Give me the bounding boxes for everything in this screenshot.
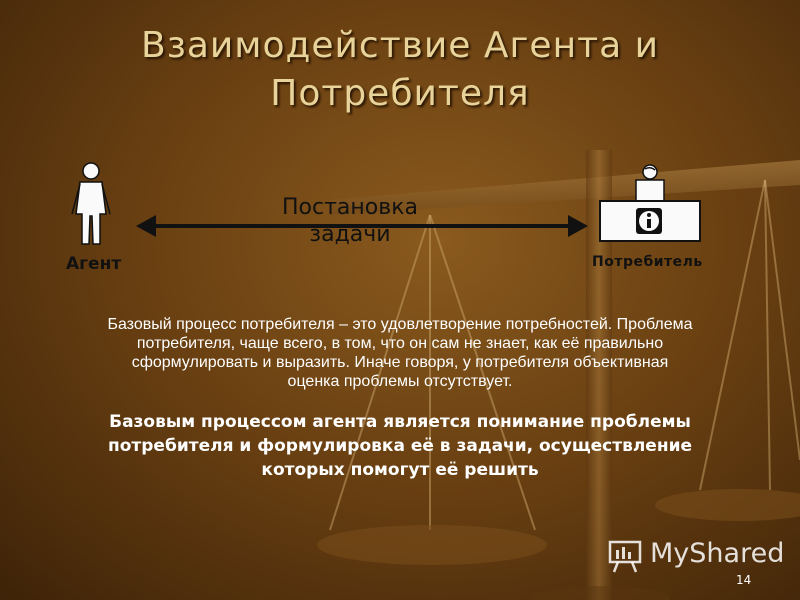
paragraph-line-2: потребителя, чаще всего, в том, что он с… xyxy=(136,335,664,352)
paragraph-line-1: Базовый процесс потребителя – это удовле… xyxy=(107,316,693,333)
title-line-2: Потребителя xyxy=(270,73,530,114)
arrow-label-line-2: задачи xyxy=(309,222,391,247)
info-desk-icon xyxy=(599,164,701,242)
paragraph-line-3: сформулировать и выразить. Иначе говоря,… xyxy=(131,354,669,371)
body-paragraph: Базовый процесс потребителя – это удовле… xyxy=(28,315,772,391)
presentation-icon xyxy=(608,540,642,573)
watermark: MyShared xyxy=(606,536,786,576)
paragraph-line-4: оценка проблемы отсутствует. xyxy=(287,373,513,390)
bold-paragraph: Базовым процессом агента является понима… xyxy=(28,410,772,482)
arrow-label: Постановка задачи xyxy=(250,194,450,248)
agent-label: Агент xyxy=(66,254,122,274)
consumer-label: Потребитель xyxy=(592,254,703,270)
bold-line-3: которых помогут её решить xyxy=(261,460,539,480)
slide-title: Взаимодействие Агента и Потребителя xyxy=(0,22,800,118)
bold-line-1: Базовым процессом агента является понима… xyxy=(109,412,691,432)
arrow-label-line-1: Постановка xyxy=(282,195,418,220)
bold-line-2: потребителя и формулировка её в задачи, … xyxy=(107,436,693,456)
person-icon xyxy=(71,162,111,245)
title-line-1: Взаимодействие Агента и xyxy=(141,25,659,66)
page-number: 14 xyxy=(736,573,752,587)
double-arrow-icon xyxy=(136,215,588,237)
watermark-text: MyShared xyxy=(650,538,785,569)
